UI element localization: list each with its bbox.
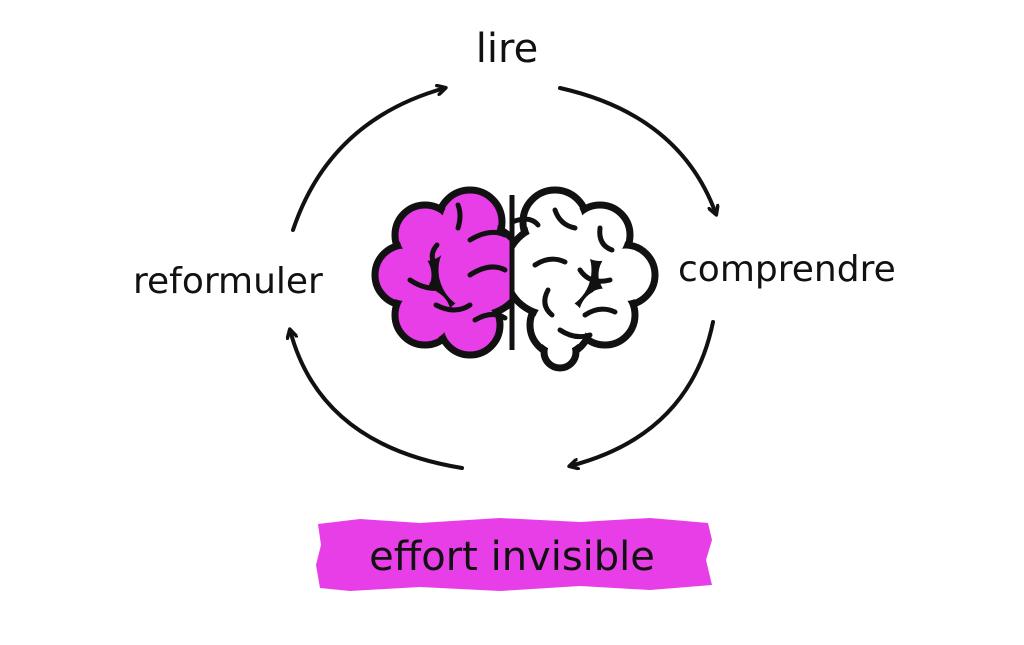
step-reformuler: reformuler [133, 261, 323, 302]
step-comprendre: comprendre [678, 249, 896, 290]
arrow-reformuler-to-lire [291, 88, 445, 232]
highlight-band [316, 518, 712, 591]
step-lire: lire [476, 26, 538, 72]
arrow-lire-to-comprendre [558, 86, 716, 214]
effort-invisible-label: effort invisible [369, 534, 655, 580]
arrow-effort-to-reformuler [290, 330, 464, 470]
brain-icon [371, 186, 659, 372]
arrow-comprendre-to-effort [570, 320, 715, 466]
